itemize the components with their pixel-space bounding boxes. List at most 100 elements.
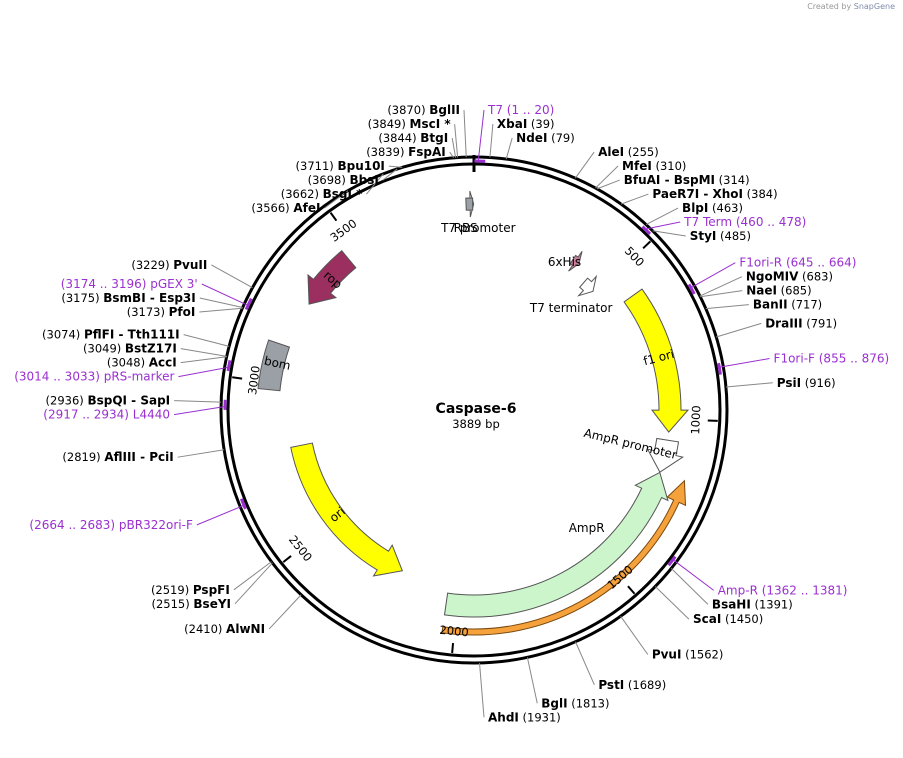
site-position: (1813) — [568, 696, 610, 710]
site-name: NaeI — [746, 284, 777, 298]
site-name: BtgI — [420, 131, 448, 145]
feature-rop — [307, 250, 357, 305]
site-leader-bsmbi-esp3i-3175 — [199, 297, 243, 308]
primer-name: pBR322ori-F — [119, 518, 193, 532]
site-name: PspFI — [193, 583, 230, 597]
site-name: PflFI - Tth111I — [84, 328, 180, 342]
primer-mark-pbr322ori-f — [239, 498, 247, 510]
primer-amp-r-1372: Amp-R (1362 .. 1381) — [718, 583, 848, 597]
site-name: NdeI — [516, 131, 547, 145]
primer-t7-11: T7 (1 .. 20) — [487, 103, 554, 117]
site-bgli-1813: BglI (1813) — [541, 696, 609, 710]
site-name: BsaHI — [712, 597, 751, 611]
site-name: AfeI — [293, 201, 320, 215]
site-leader-naei-685 — [700, 290, 743, 298]
site-leader-xbai-39 — [489, 123, 494, 158]
site-bsahi-1391: BsaHI (1391) — [712, 597, 793, 611]
site-name: AlwNI — [226, 622, 265, 636]
site-draiii-791: DraIII (791) — [765, 316, 837, 330]
primer-l4440-2926: (2917 .. 2934) L4440 — [43, 408, 170, 422]
site-ahdi-1931: AhdI (1931) — [488, 710, 561, 724]
primer-f1ori-r-655: F1ori-R (645 .. 664) — [739, 256, 856, 270]
site-name: BsmBI - Esp3I — [103, 291, 195, 305]
site-name: BspQI - SapI — [87, 394, 170, 408]
feature-label-bom: bom — [263, 354, 292, 373]
site-name: PaeR7I - XhoI — [652, 187, 743, 201]
site-name: AleI — [598, 145, 624, 159]
site-leader-bpu10i-3711 — [388, 165, 403, 168]
site-bfuai-bspmi-314: BfuAI - BspMI (314) — [624, 173, 750, 187]
site-mfei-310: MfeI (310) — [622, 159, 686, 173]
site-pfoi-3173: (3173) PfoI — [127, 305, 196, 319]
primer-leader-prs-marker-3024 — [178, 366, 229, 378]
primer-pgex-3-3185: (3174 .. 3196) pGEX 3' — [61, 277, 198, 291]
feature-label-t7-terminator: T7 terminator — [529, 301, 613, 315]
amp-orf-band — [441, 479, 687, 636]
primer-range: (3014 .. 3033) — [14, 370, 104, 384]
site-scai-1450: ScaI (1450) — [693, 612, 763, 626]
primer-name: F1ori-R — [739, 256, 782, 270]
credit-prefix: Created by — [807, 2, 852, 11]
site-name: BfuAI - BspMI — [624, 173, 715, 187]
feature-label-ampr-promoter: AmpR promoter — [582, 426, 678, 462]
site-leader-ngomiv-683 — [699, 276, 743, 297]
site-position: (2519) — [151, 583, 193, 597]
site-leader-bspqi-sapi-2936 — [174, 400, 222, 403]
primer-mark-pgex-3 — [244, 297, 253, 311]
site-name: PfoI — [169, 305, 196, 319]
site-ndei-79: NdeI (79) — [516, 131, 575, 145]
site-leader-alei-255 — [574, 151, 595, 179]
site-pvui-1562: PvuI (1562) — [652, 648, 724, 662]
site-position: (3049) — [83, 342, 125, 356]
primer-mark-f1ori-r — [687, 283, 696, 295]
site-name: ScaI — [693, 612, 721, 626]
site-acci-3048: (3048) AccI — [107, 356, 177, 370]
site-position: (1450) — [721, 612, 763, 626]
site-leader-bstz17i-3049 — [180, 348, 227, 357]
site-bsgi-3662: (3662) BsgI * — [281, 187, 363, 201]
site-position: (2410) — [184, 622, 226, 636]
site-pspfi-2519: (2519) PspFI — [151, 583, 230, 597]
site-position: (3229) — [131, 258, 173, 272]
tick-mark-2500 — [282, 555, 292, 563]
snapgene-credit: Created by SnapGene — [807, 2, 895, 11]
feature-label-rbs: RBS — [454, 221, 478, 235]
site-position: (791) — [803, 316, 838, 330]
site-paer7i-xhoi-384: PaeR7I - XhoI (384) — [652, 187, 777, 201]
site-name: AflIII - PciI — [104, 450, 173, 464]
site-position: (314) — [715, 173, 750, 187]
feature-6xhis — [568, 251, 583, 272]
site-leader-blpi-463 — [645, 207, 679, 225]
site-bbsi-3698: (3698) BbsI — [308, 173, 379, 187]
site-leader-draiii-791 — [716, 322, 762, 338]
primer-mark-f1ori-f — [717, 362, 722, 375]
site-position: (3173) — [127, 305, 169, 319]
site-afei-3566: (3566) AfeI — [251, 201, 320, 215]
site-msci-3849: (3849) MscI * — [368, 117, 452, 131]
site-leader-ndei-79 — [505, 137, 513, 160]
site-name: BglI — [541, 696, 567, 710]
site-name: BbsI — [350, 173, 379, 187]
site-psti-1689: PstI (1689) — [598, 678, 666, 692]
site-bstz17i-3049: (3049) BstZ17I — [83, 342, 177, 356]
site-bpu10i-3711: (3711) Bpu10I — [296, 159, 385, 173]
primer-f1ori-f-866: F1ori-F (855 .. 876) — [774, 352, 890, 366]
primer-range: (3174 .. 3196) — [61, 277, 151, 291]
site-name: StyI — [690, 229, 717, 243]
site-afliii-pcii-2819: (2819) AflIII - PciI — [62, 450, 173, 464]
primer-leader-l4440-2926 — [173, 405, 226, 416]
site-banii-717: BanII (717) — [753, 298, 822, 312]
site-name: NgoMIV — [746, 270, 799, 284]
site-leader-bsahi-1391 — [670, 568, 709, 605]
site-styi-485: StyI (485) — [690, 229, 751, 243]
site-position: (3074) — [42, 328, 84, 342]
tick-label-2000: 2000 — [439, 623, 469, 640]
site-leader-btgi-3844 — [451, 138, 457, 158]
primer-leader-amp-r-1372 — [672, 559, 715, 591]
site-position: (485) — [716, 229, 751, 243]
primer-name: pRS-marker — [104, 370, 175, 384]
feature-ampr — [443, 471, 669, 618]
site-position: (3662) — [281, 187, 323, 201]
site-leader-ahdi-1931 — [479, 662, 485, 718]
site-name: BstZ17I — [125, 342, 177, 356]
